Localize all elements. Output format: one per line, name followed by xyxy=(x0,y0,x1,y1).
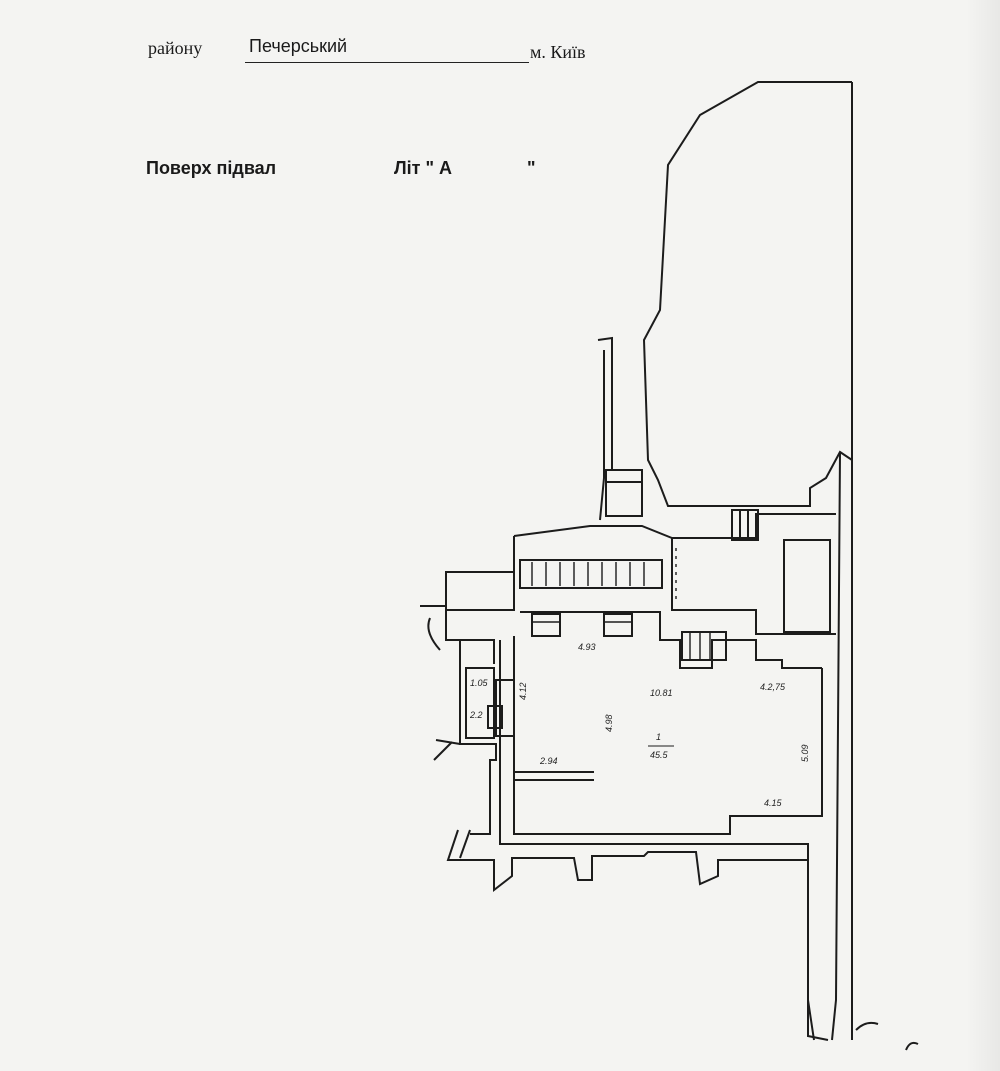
shaft-stair-block xyxy=(605,469,643,517)
dim-height-left: 4.12 xyxy=(518,682,528,700)
shaft-wall-right xyxy=(599,350,605,521)
room-area: 45.5 xyxy=(650,750,669,760)
wall-room-top xyxy=(513,513,836,539)
district-value: Печерський xyxy=(245,36,529,63)
dim-length-mid: 4.98 xyxy=(604,714,614,732)
outer-wall-right-inner xyxy=(831,451,841,1041)
main-room-wall xyxy=(513,636,823,835)
floor-label: Поверх підвал xyxy=(146,158,277,178)
district-prefix-label: району xyxy=(148,38,203,58)
dim-small-a: 1.05 xyxy=(470,678,489,688)
city-label: м. Київ xyxy=(530,42,586,62)
outer-wall-upper xyxy=(642,81,853,507)
address-header: району Печерський м. Київ xyxy=(148,36,648,66)
dim-bottom-right: 4.15 xyxy=(764,798,783,808)
dim-side-right: 5.09 xyxy=(800,744,810,762)
lit-label: Літ " А xyxy=(394,158,452,178)
dim-small-b: 2.2 xyxy=(469,710,483,720)
shaft-wall-left xyxy=(597,336,613,470)
scan-edge-shadow xyxy=(966,0,1000,1071)
dim-corridor-top: 4.93 xyxy=(578,642,596,652)
floor-header: Поверх підвал Літ " А " xyxy=(146,158,566,188)
bottom-wall xyxy=(446,829,808,893)
stair-strip xyxy=(519,559,663,589)
area-code: 1 xyxy=(656,732,661,742)
lit-close-quote: " xyxy=(527,158,536,178)
dim-top-right: 4.2,75 xyxy=(760,682,786,692)
dim-width-bottom: 2.94 xyxy=(539,756,558,766)
side-room-right xyxy=(783,539,831,633)
room-number: 10.81 xyxy=(650,688,673,698)
